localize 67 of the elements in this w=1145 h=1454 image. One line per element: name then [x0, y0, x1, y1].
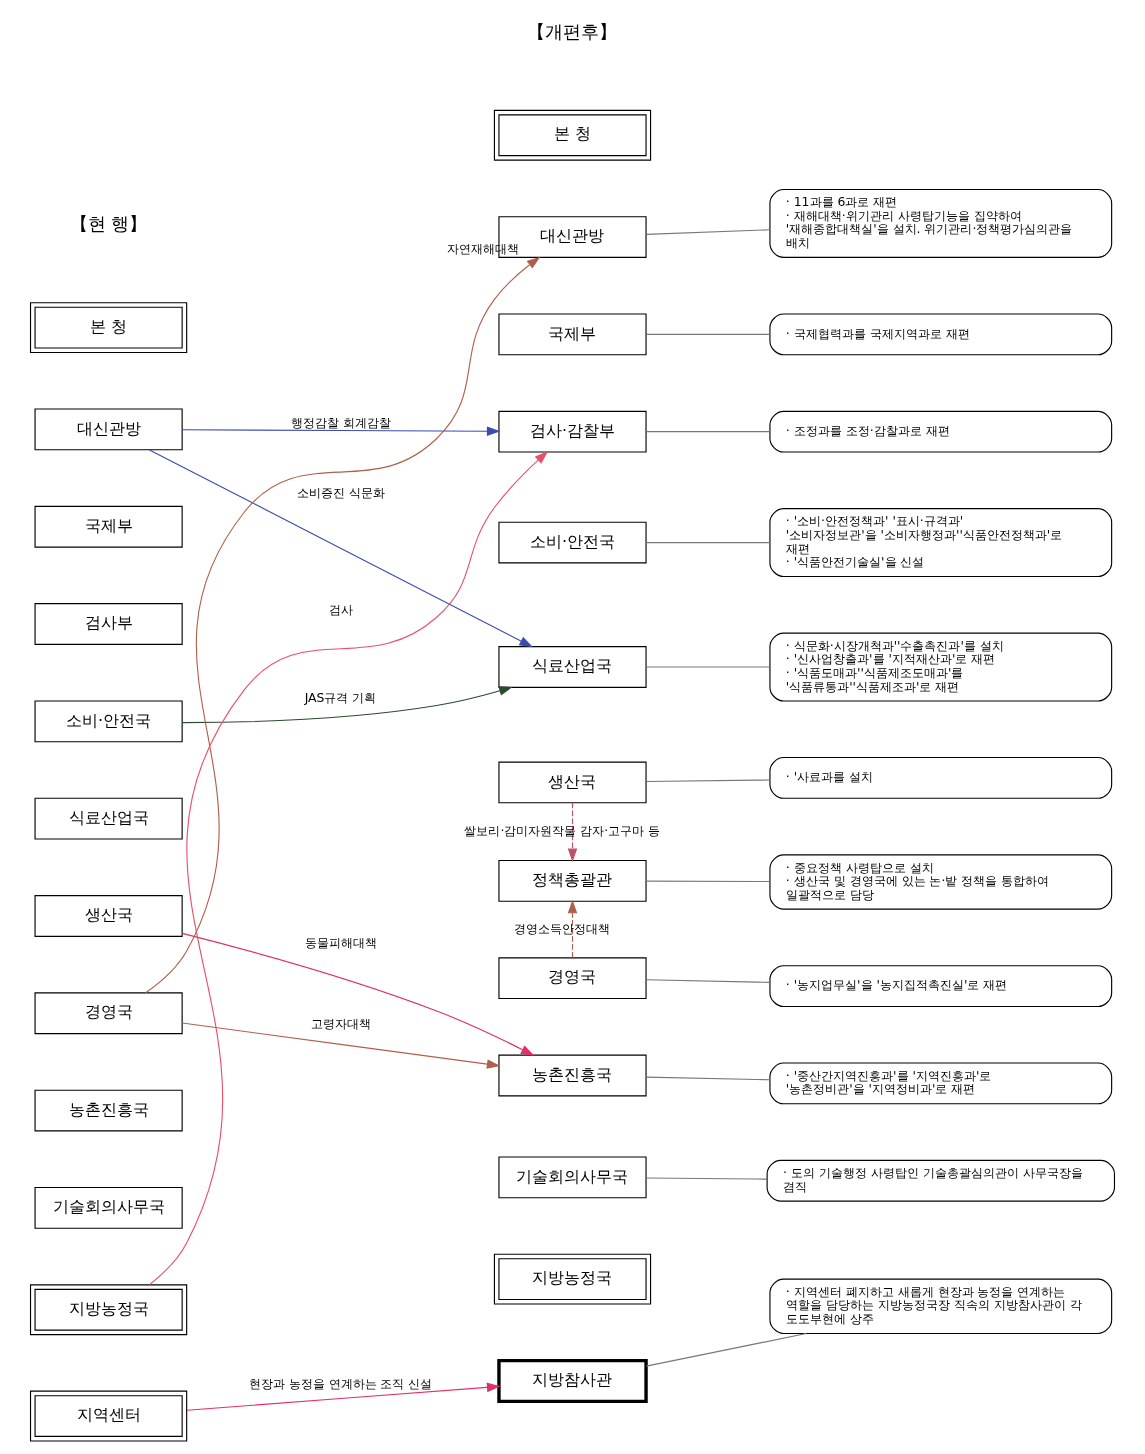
edge-label: JAS규격 기획: [304, 689, 377, 705]
node-box: 식료산업국: [34, 797, 183, 840]
connector: [645, 880, 771, 883]
edge-label: 동물피해대책: [304, 935, 377, 951]
node-box: · 조정과를 조정·감찰과로 재편: [769, 410, 1113, 453]
node-box: · '소비·안전정책과' '표시·규격과' '소비자정보관'을 '소비자행정과''식품안전정책과'로 재편 · '식품안전기술실'을 신설: [769, 508, 1113, 578]
arrow: [145, 256, 541, 994]
edge-label: 고령자대책: [310, 1015, 371, 1031]
node-box: · 중요정책 사령탑으로 설치 · 생산국 및 경영국에 있는 논·밭 정책을 통합하여 일괄적으로 담당: [769, 854, 1113, 910]
node-box: 농촌진흥국: [34, 1089, 183, 1132]
node-box: 경영국: [34, 992, 183, 1035]
connector: [645, 1332, 807, 1367]
connector: [645, 1076, 771, 1081]
node-box: 지방참사관: [497, 1358, 648, 1404]
node-box: 농촌진흥국: [498, 1054, 647, 1097]
node-box: 지방농정국: [493, 1253, 652, 1305]
connector: [645, 779, 771, 783]
arrow: [567, 802, 578, 863]
node-box: 본 청: [493, 109, 652, 161]
node-box: 국제부: [34, 505, 183, 548]
node-box: 생산국: [498, 761, 647, 804]
node-box: 검사·감찰부: [498, 410, 647, 453]
edge-label: 쌀보리·감미자원작물 감자·고구마 등: [464, 822, 661, 838]
node-box: · 도의 기술행정 사령탑인 기술총괄심의관이 사무국장을 겸직: [766, 1159, 1116, 1202]
node-box: 검사부: [34, 603, 183, 645]
connector: [645, 979, 771, 983]
label: 【개편후】: [527, 20, 618, 42]
node-box: · '중산간지역진흥과'를 '지역진흥과'로 '농촌정비관'을 '지역정비과'로 재편: [769, 1062, 1113, 1105]
label: 【현 행】: [69, 213, 148, 235]
node-box: 정책총괄관: [498, 859, 647, 902]
connector: [645, 666, 771, 668]
node-box: · '사료과를 설치: [769, 757, 1113, 799]
node-box: 소비·안전국: [34, 700, 183, 743]
node-box: 기술회의사무국: [498, 1156, 647, 1199]
edge-label: 현장과 농정을 연계하는 조직 신설: [248, 1375, 433, 1391]
arrow: [567, 899, 578, 959]
arrow: [186, 1382, 501, 1411]
node-box: · 식문화·시장개척과''수출촉진과'를 설치 · '신사업창출과'를 '지적재산과'로 재편 · '식품도매과''식품제조도매과'를 '식품류통과''식품제조과'로 재편: [769, 632, 1113, 702]
node-box: · '농지업무실'을 '농지집적촉진실'로 재편: [769, 965, 1113, 1008]
node-box: 대신관방: [34, 408, 183, 451]
node-box: · 국제협력과를 국제지역과로 재편: [769, 313, 1113, 356]
edge-label: 경영소득안정대책: [514, 920, 611, 936]
node-box: 경영국: [498, 957, 647, 1000]
node-box: 식료산업국: [498, 646, 647, 688]
edge-label: 행정감찰 회계감찰: [290, 414, 391, 430]
node-box: 본 청: [29, 302, 188, 354]
node-box: 국제부: [498, 313, 647, 356]
connector: [645, 431, 771, 433]
edge-label: 소비증진 식문화: [296, 485, 385, 501]
connector: [645, 229, 771, 235]
arrow: [148, 449, 534, 648]
edge-label: 검사: [328, 601, 353, 617]
arrow: [181, 1022, 501, 1069]
node-box: 생산국: [34, 895, 183, 937]
arrow: [181, 932, 535, 1056]
connector: [645, 1177, 768, 1180]
node-box: · 지역센터 폐지하고 새롭게 현장과 농정을 연계하는 역할을 담당하는 지방농정국장 직속의 지방참사관이 각 도도부현에 상주: [769, 1278, 1113, 1335]
node-box: 지역센터: [29, 1390, 188, 1442]
node-box: · 11과를 6과로 재편 · 재해대책·위기관리 사령탑기능을 집약하여 '재해종합대책실'을 설치. 위기관리·정책평가심의관을 배치: [769, 189, 1113, 258]
connector: [645, 542, 771, 544]
node-box: 기술회의사무국: [34, 1186, 183, 1229]
connector: [645, 333, 771, 335]
arrow: [148, 451, 549, 1286]
node-box: 소비·안전국: [498, 521, 647, 564]
arrow: [181, 426, 501, 437]
node-box: 지방농정국: [29, 1284, 188, 1336]
arrow: [181, 686, 513, 724]
